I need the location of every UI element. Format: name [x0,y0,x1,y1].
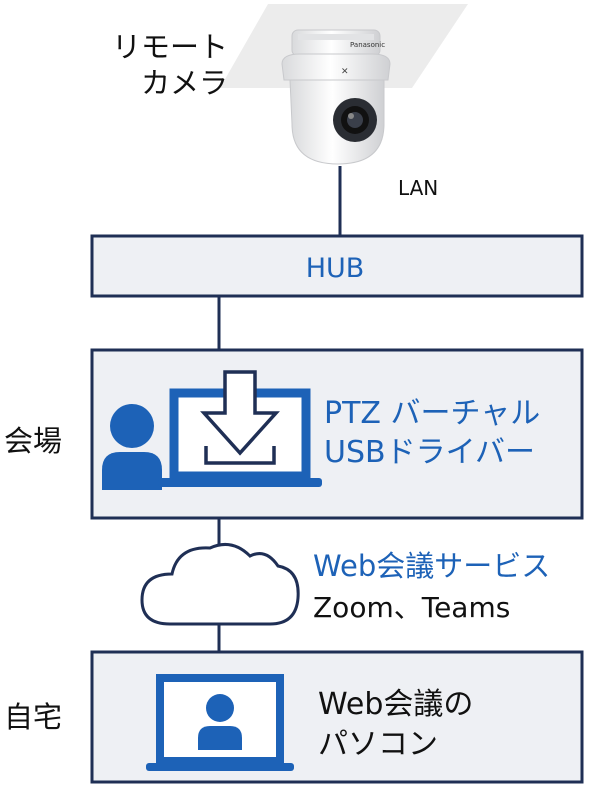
camera-label-line2: カメラ [141,66,228,100]
svg-text:✕: ✕ [341,67,349,77]
hub-label: HUB [306,253,365,284]
home-side-label: 自宅 [4,700,62,734]
web-conference-service-label: Web会議サービス [313,549,550,583]
driver-label-line2: USBドライバー [324,435,535,470]
home-pc-label-line1: Web会議の [318,687,473,722]
camera-label-line1: リモート [112,30,228,64]
ptz-camera-icon: Panasonic ✕ [281,29,391,165]
person-icon [102,404,162,490]
laptop-download-icon [158,370,322,487]
cloud-icon [140,542,300,626]
hub-box [90,234,584,298]
home-pc-label-line2: パソコン [318,727,438,762]
venue-side-label: 会場 [4,424,62,458]
camera-brand-text: Panasonic [350,41,385,49]
laptop-person-icon [146,674,294,771]
service-examples-label: Zoom、Teams [313,591,510,624]
lan-label: LAN [398,176,438,200]
venue-box [90,348,584,520]
driver-label-line1: PTZ バーチャル [324,396,540,431]
